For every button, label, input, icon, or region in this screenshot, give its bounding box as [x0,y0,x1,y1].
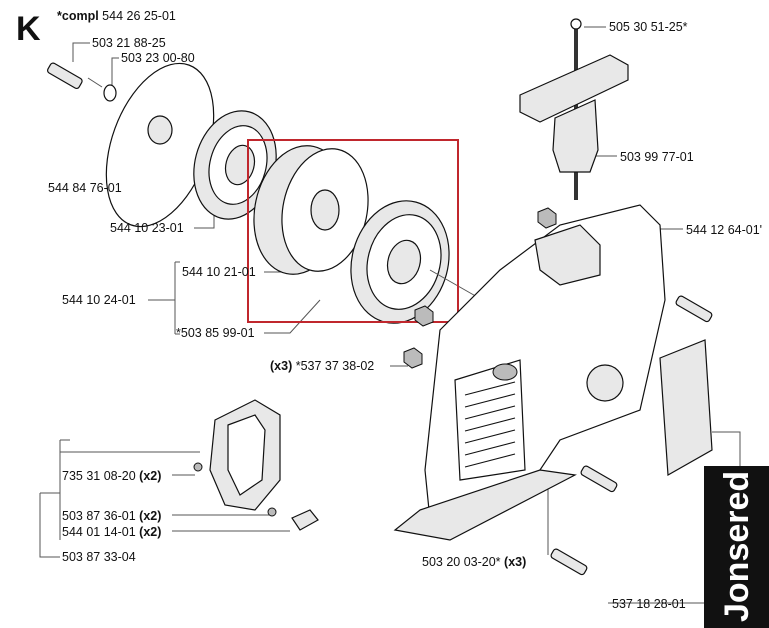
spring-part [193,110,277,220]
housing-part [393,204,666,541]
part-label: *503 85 99-01 [176,326,255,340]
qty: (x2) [139,525,161,539]
part-label: 503 87 33-04 [62,550,136,564]
nut-part [414,305,434,327]
part-label: 503 20 03-20* (x3) [422,555,526,569]
qty: (x2) [139,469,161,483]
part-label: (x3) *537 37 38-02 [270,359,374,373]
qty: (x2) [139,509,161,523]
part-label: 544 10 23-01 [110,221,184,235]
spring-cassette-part [350,200,450,324]
part-label: 544 10 24-01 [62,293,136,307]
part-label: 735 31 08-20 (x2) [62,469,161,483]
part-label: 537 18 28-01 [612,597,686,611]
screw-part [550,548,588,576]
part-label: 544 01 14-01 (x2) [62,525,161,539]
nut-part [537,207,557,229]
part-label: 505 30 51-25* [609,20,688,34]
part-label: 544 12 64-01' [686,223,762,237]
pulley-part [253,145,369,275]
screw-part [580,465,618,493]
logo-text: Jonsered [718,471,756,622]
part-number: 503 20 03-20* [422,555,501,569]
part-label: 544 84 76-01 [48,181,122,195]
section-letter: K [16,10,41,48]
nut-part [403,347,423,369]
part-label: 503 87 36-01 (x2) [62,509,161,523]
part-number: 544 01 14-01 [62,525,136,539]
compl-prefix: *compl [57,9,99,23]
compl-number: 544 26 25-01 [102,9,176,23]
compl-label: *compl 544 26 25-01 [57,9,176,23]
screw-part [46,62,103,90]
part-number: 735 31 08-20 [62,469,136,483]
cover-disc-part [105,62,215,228]
highlight-box [247,139,459,323]
part-label: 503 99 77-01 [620,150,694,164]
qty: (x3) [504,555,526,569]
screw-part [675,295,713,323]
leader-lines [39,26,741,604]
part-label: 544 10 21-01 [182,265,256,279]
washer-part [103,84,117,102]
part-label: 503 23 00-80 [121,51,195,65]
part-number: 503 87 36-01 [62,509,136,523]
decal-part [659,339,713,476]
starter-handle-part [519,18,629,200]
part-label: 503 21 88-25 [92,36,166,50]
qty: (x3) [270,359,292,373]
part-number: *537 37 38-02 [296,359,375,373]
jonsered-logo: Jonsered [704,466,769,628]
pawl-assembly-part [193,399,319,531]
